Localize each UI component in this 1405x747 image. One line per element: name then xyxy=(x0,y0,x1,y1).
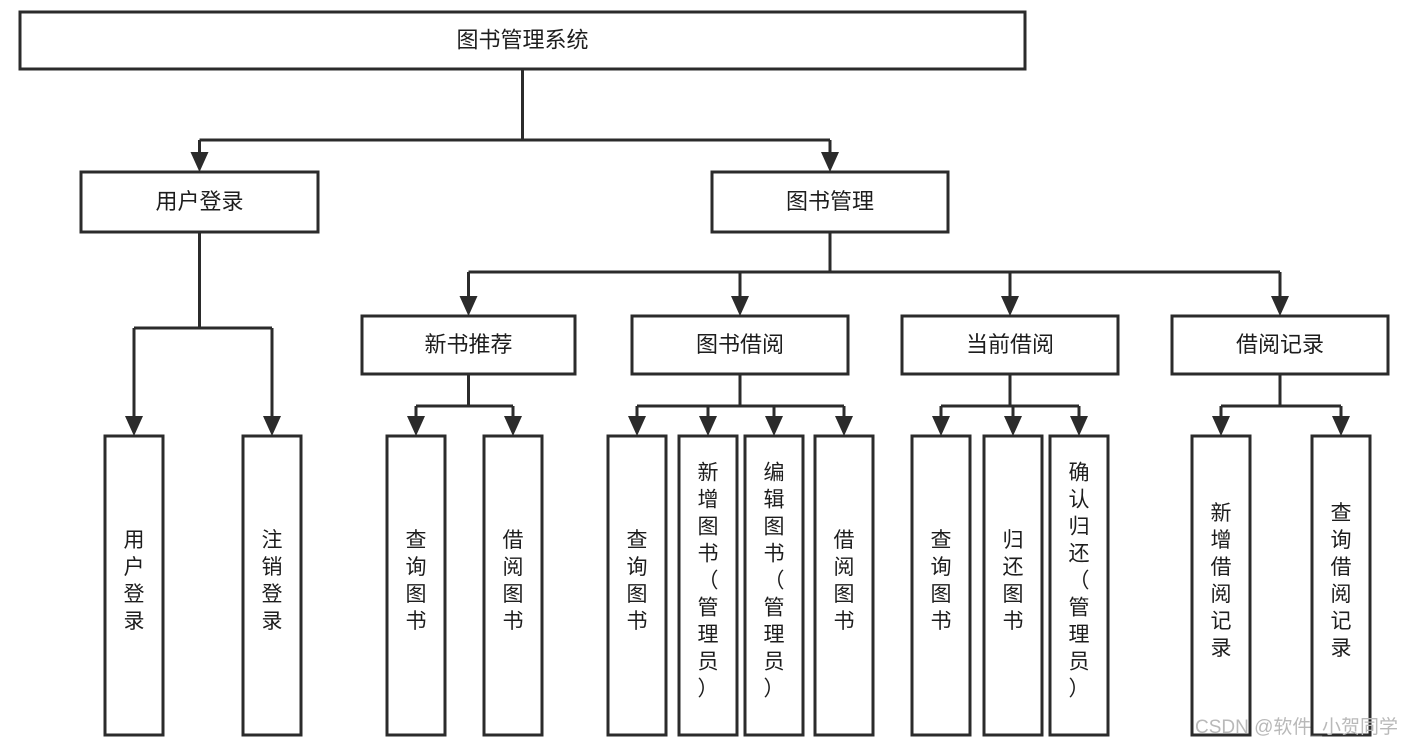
node-user-logout[interactable]: 注销登录 xyxy=(241,434,303,737)
node-new-book-recommend[interactable]: 新书推荐 xyxy=(360,314,577,376)
node-box-current-confirm-return xyxy=(1048,434,1110,737)
node-box-borrow-borrow-book xyxy=(813,434,875,737)
node-label-current-return-book: 归还图书 xyxy=(1003,529,1024,633)
book-borrow-arrow-3-icon xyxy=(835,416,853,436)
node-user-login-do[interactable]: 用户登录 xyxy=(103,434,165,737)
borrow-record-arrow-0-icon xyxy=(1212,416,1230,436)
node-box-current-borrow xyxy=(900,314,1120,376)
node-record-query[interactable]: 查询借阅记录 xyxy=(1310,434,1372,737)
node-book-management[interactable]: 图书管理 xyxy=(710,170,950,234)
node-label-record-query: 查询借阅记录 xyxy=(1331,502,1352,660)
node-label-borrow-record: 借阅记录 xyxy=(1236,332,1324,357)
current-borrow-arrow-2-icon xyxy=(1070,416,1088,436)
new-book-recommend-arrow-1-icon xyxy=(504,416,522,436)
current-borrow-arrow-0-icon xyxy=(932,416,950,436)
node-label-current-query-book: 查询图书 xyxy=(931,529,952,633)
node-box-new-book-recommend xyxy=(360,314,577,376)
node-current-return-book[interactable]: 归还图书 xyxy=(982,434,1044,737)
node-box-root xyxy=(18,10,1027,71)
node-book-borrow[interactable]: 图书借阅 xyxy=(630,314,850,376)
csdn-watermark: CSDN @软件_小贺同学 xyxy=(1195,716,1398,738)
node-root[interactable]: 图书管理系统 xyxy=(18,10,1027,71)
node-label-root: 图书管理系统 xyxy=(456,27,588,52)
node-box-user-login xyxy=(79,170,320,234)
book-management-arrow-3-icon xyxy=(1271,296,1289,316)
node-box-current-query-book xyxy=(910,434,972,737)
node-user-login[interactable]: 用户登录 xyxy=(79,170,320,234)
node-label-borrow-query-book: 查询图书 xyxy=(627,529,648,633)
node-label-new-book-recommend: 新书推荐 xyxy=(424,332,512,357)
node-label-user-logout: 注销登录 xyxy=(262,529,283,633)
node-borrow-edit-book[interactable]: 编辑图书（管理员） xyxy=(743,434,805,737)
node-label-borrow-edit-book: 编辑图书（管理员） xyxy=(764,462,785,701)
node-borrow-record[interactable]: 借阅记录 xyxy=(1170,314,1390,376)
node-box-recommend-query-book xyxy=(385,434,447,737)
node-label-book-management: 图书管理 xyxy=(786,189,874,214)
node-current-query-book[interactable]: 查询图书 xyxy=(910,434,972,737)
node-box-borrow-add-book xyxy=(677,434,739,737)
user-login-arrow-0-icon xyxy=(125,416,143,436)
node-label-recommend-query-book: 查询图书 xyxy=(406,529,427,633)
node-box-record-query xyxy=(1310,434,1372,737)
node-record-add[interactable]: 新增借阅记录 xyxy=(1190,434,1252,737)
book-borrow-arrow-2-icon xyxy=(765,416,783,436)
node-box-borrow-edit-book xyxy=(743,434,805,737)
book-management-arrow-0-icon xyxy=(459,296,478,316)
node-label-user-login: 用户登录 xyxy=(155,189,243,214)
new-book-recommend-arrow-0-icon xyxy=(407,416,425,436)
node-label-current-confirm-return: 确认归还（管理员） xyxy=(1069,462,1090,701)
book-management-arrow-1-icon xyxy=(731,296,749,316)
node-box-recommend-borrow-book xyxy=(482,434,544,737)
node-box-book-borrow xyxy=(630,314,850,376)
root-arrow-1-icon xyxy=(821,152,839,172)
book-management-arrow-2-icon xyxy=(1001,296,1019,316)
node-borrow-query-book[interactable]: 查询图书 xyxy=(606,434,668,737)
node-label-record-add: 新增借阅记录 xyxy=(1211,502,1232,660)
node-box-borrow-query-book xyxy=(606,434,668,737)
node-label-user-login-do: 用户登录 xyxy=(124,529,145,633)
node-borrow-add-book[interactable]: 新增图书（管理员） xyxy=(677,434,739,737)
connectors-layer xyxy=(125,69,1350,436)
node-box-book-management xyxy=(710,170,950,234)
node-recommend-query-book[interactable]: 查询图书 xyxy=(385,434,447,737)
node-label-book-borrow: 图书借阅 xyxy=(696,332,784,357)
book-borrow-arrow-1-icon xyxy=(699,416,717,436)
node-borrow-borrow-book[interactable]: 借阅图书 xyxy=(813,434,875,737)
node-label-current-borrow: 当前借阅 xyxy=(966,332,1054,357)
node-box-user-logout xyxy=(241,434,303,737)
node-recommend-borrow-book[interactable]: 借阅图书 xyxy=(482,434,544,737)
node-label-borrow-add-book: 新增图书（管理员） xyxy=(698,462,719,701)
user-login-arrow-1-icon xyxy=(263,416,281,436)
book-borrow-arrow-0-icon xyxy=(628,416,646,436)
node-box-borrow-record xyxy=(1170,314,1390,376)
node-box-current-return-book xyxy=(982,434,1044,737)
nodes-layer: 图书管理系统用户登录用户登录注销登录图书管理新书推荐查询图书借阅图书图书借阅查询… xyxy=(18,10,1390,737)
node-label-borrow-borrow-book: 借阅图书 xyxy=(834,529,855,633)
node-label-recommend-borrow-book: 借阅图书 xyxy=(503,529,524,633)
root-arrow-0-icon xyxy=(190,152,209,172)
node-box-record-add xyxy=(1190,434,1252,737)
current-borrow-arrow-1-icon xyxy=(1004,416,1022,436)
node-box-user-login-do xyxy=(103,434,165,737)
borrow-record-arrow-1-icon xyxy=(1332,416,1350,436)
node-current-confirm-return[interactable]: 确认归还（管理员） xyxy=(1048,434,1110,737)
node-current-borrow[interactable]: 当前借阅 xyxy=(900,314,1120,376)
